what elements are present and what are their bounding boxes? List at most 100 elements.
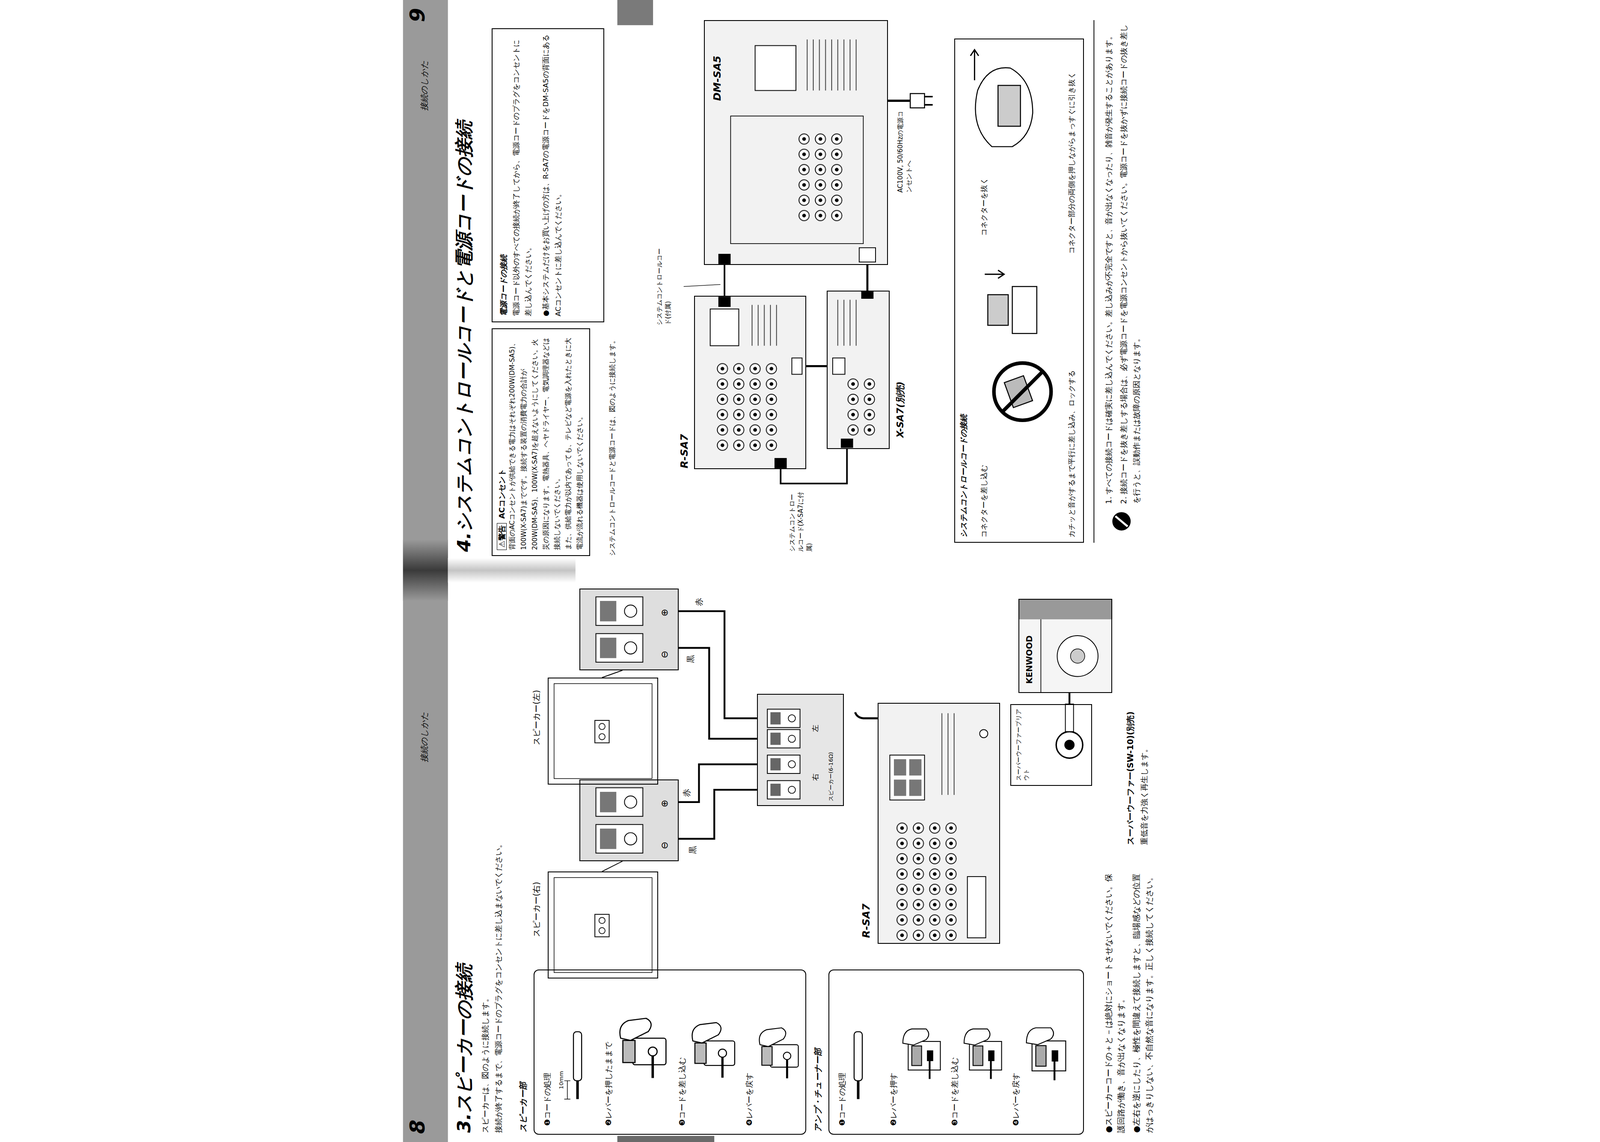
step-text: ❹レバーを戻す: [1011, 1072, 1021, 1126]
step-text: ❸コードを差し込む: [949, 1056, 959, 1126]
system-control-cord: [780, 448, 847, 484]
step-text: カチッと音がするまで平行に差し込み、ロックする: [1067, 370, 1076, 538]
model-name: R-SA7: [860, 903, 873, 938]
rear-panel: R-SA7: [877, 702, 1001, 944]
note: ●スピーカーコードの＋と－は絶対にショートさせないでください。保護回路が働き、音…: [1102, 872, 1129, 1133]
part-note: 重低音を力強く再生します。: [1139, 744, 1149, 845]
rear-panel: R-SA7: [694, 295, 807, 470]
polarity-mark: ⊕: [658, 608, 671, 617]
label-layer: 8 接続のしかた 9 接続のしかた 3.スピーカーの接続スピーカーは、図のように接続しま…: [387, 0, 1205, 1142]
speaker-wire: [678, 611, 757, 719]
subwoofer-drawing: [1018, 598, 1113, 693]
header-band: [403, 0, 715, 1142]
cable-label: システムコントロールコード(X-SA7に付属): [787, 490, 814, 552]
jack-label: スーパーウーファープリアウト: [1015, 706, 1031, 781]
receiver-rear-panel: [854, 702, 1001, 944]
polarity-mark: ⊖: [658, 650, 671, 659]
intro-text: 接続が終了するまで、電源コードのプラグをコンセントに差し込まないでください。: [493, 840, 503, 1133]
step-text: コネクター部分の両側を押しながらまっすぐに引き抜く: [1067, 71, 1076, 254]
section-heading: アンプ・チューナー部: [813, 1047, 823, 1132]
body-text: 電源コード以外のすべての接続が終了してから、電源コードのプラグをコンセントに差し…: [510, 34, 535, 317]
body-text: 背面のACコンセントが供給できる電力はそれぞれ200W(DM-SA5)、100W…: [506, 334, 563, 550]
step-text: ❷レバーを押したままで: [603, 1041, 613, 1126]
terminal-closeups: [579, 588, 844, 861]
system-control-cord: [723, 264, 726, 296]
manual-page: スピーカー部 ❶コードの処理 10mm ❷レバーを押したままで ❸コードを差し込む ❹レバ…: [387, 0, 1205, 1142]
callout-line: [602, 860, 623, 872]
running-head: 接続のしかた: [419, 711, 430, 763]
part-label: スピーカー(左): [531, 689, 542, 746]
intro-text: スピーカーは、図のように接続します。: [480, 994, 490, 1133]
subwoofer: KENWOODスーパーウーファー(SW-10)(別売)重低音を力強く再生します。: [1018, 598, 1113, 693]
running-head: 接続のしかた: [419, 60, 430, 111]
speaker-wire: [678, 789, 757, 839]
model-name: R-SA7: [678, 433, 691, 469]
callout-line: [602, 670, 623, 678]
body-text: また、供給電力が以内であっても、テレビなど電源を入れたときに大電流が流れる機器は…: [562, 334, 585, 550]
page-number: 9: [405, 7, 430, 22]
note: 1. すべての接続コードは確実に差し込んでください。差し込みが不完全ですと、音が…: [1102, 23, 1116, 504]
step-box: アンプ・チューナー部❶コードの処理❷レバーを押す❸コードを差し込む❹レバーを戻す: [828, 969, 1084, 1135]
terminal-closeup: ⊖⊕: [579, 588, 679, 671]
terminal-closeup: スピーカー(6-16Ω) 右 左: [756, 693, 844, 806]
speaker-cabinet: スピーカー(左): [547, 677, 659, 785]
model-name: DM-SA5: [711, 55, 724, 101]
speaker-wire: [678, 764, 757, 802]
node-layer: スピーカー部 ❶コードの処理 10mm ❷レバーを押したままで ❸コードを差し込む ❹レバ…: [387, 0, 1205, 1142]
part-label: スピーカー(右): [531, 881, 542, 937]
section-heading: スピーカー部: [518, 1081, 529, 1132]
connector-layer: [387, 0, 1205, 1142]
wire-color: 赤: [694, 597, 704, 606]
step-text: コネクターを抜く: [979, 177, 989, 236]
body-text: ●基本システムだけをお買い上げの方は、R-SA7の電源コードをDM-SA5の背面…: [539, 34, 565, 317]
instruction-box: システムコントロールコードの接続 コネクターを差し込む カチッと音がするまで平行に差…: [954, 38, 1084, 543]
illustration: [387, 0, 1205, 1142]
step-text: ❸コードを差し込む: [677, 1056, 687, 1126]
rear-panel: DM-SA5: [703, 20, 888, 265]
box-heading: ACコンセント: [497, 468, 507, 519]
power-cord: [866, 264, 869, 291]
intro-text: システムコントロールコードと電源コードは、図のように接続します。: [608, 336, 617, 556]
polarity-mark: ⊖: [658, 841, 671, 849]
part-label: スーパーウーファー(SW-10)(別売): [1125, 711, 1136, 845]
model-name: X-SA7(別売): [894, 381, 906, 438]
step-text: コネクターを差し込む: [979, 464, 989, 538]
note: 2. 接続コードを抜き差しする場合は、必ず電源コードを電源コンセントから抜いてく…: [1117, 23, 1143, 504]
step-text: ❹レバーを戻す: [744, 1072, 754, 1126]
dimension: 10mm: [558, 1070, 565, 1089]
wire-color: 黒: [687, 845, 698, 854]
terminal-closeup: ⊖⊕: [579, 779, 679, 861]
cable-label: AC100V, 50/60Hzの電源コンセントへ: [896, 106, 914, 193]
note-box: 電源コードの接続電源コード以外のすべての接続が終了してから、電源コードのプラグを…: [491, 28, 604, 323]
speaker-fronts: [554, 683, 653, 973]
page-number: 8: [405, 1119, 430, 1134]
box-heading: 電源コードの接続: [496, 34, 511, 317]
note: ●左右を逆にしたり、極性を間違えて接続しますと、臨場感などの位置がはっきりしない…: [1130, 872, 1156, 1133]
section-heading: 4.システムコントロールコードと電源コードの接続: [453, 120, 476, 552]
speaker-cabinet: スピーカー(右): [547, 871, 659, 979]
step-text: ❶コードの処理: [837, 1072, 847, 1126]
step-text: ❷レバーを押す: [888, 1072, 898, 1126]
jack-closeup: スーパーウーファープリアウト: [1010, 703, 1093, 786]
warning-box: ⚠警告 ACコンセント背面のACコンセントが供給できる電力はそれぞれ200W(DM…: [491, 328, 591, 556]
terminal-label: スピーカー(6-16Ω): [827, 751, 835, 802]
brand-logo: KENWOOD: [1024, 635, 1035, 684]
wire-color: 赤: [681, 788, 692, 797]
step-box: スピーカー部❶コードの処理10mm❷レバーを押したままで❸コードを差し込む❹レバ…: [533, 969, 807, 1135]
speaker-wire: [678, 647, 757, 739]
pin-cord: [1068, 692, 1071, 704]
rear-panel: X-SA7(別売): [826, 290, 891, 449]
system-units: [683, 20, 933, 470]
polarity-mark: ⊕: [658, 799, 671, 808]
terminal-label: 右: [810, 773, 820, 781]
section-heading: 3.スピーカーの接続: [453, 963, 476, 1133]
step-text: ❶コードの処理: [542, 1072, 552, 1126]
power-cord: [806, 365, 827, 368]
terminal-label: 左: [810, 724, 820, 732]
box-heading: システムコントロールコードの接続: [958, 414, 968, 538]
subwoofer-jack: [1056, 703, 1083, 758]
wire-color: 黒: [685, 654, 696, 663]
warning-mark: ⚠警告: [496, 522, 507, 551]
connector-illustrations: [970, 20, 1131, 543]
cable-label: システムコントロールコード(付属): [655, 245, 673, 326]
